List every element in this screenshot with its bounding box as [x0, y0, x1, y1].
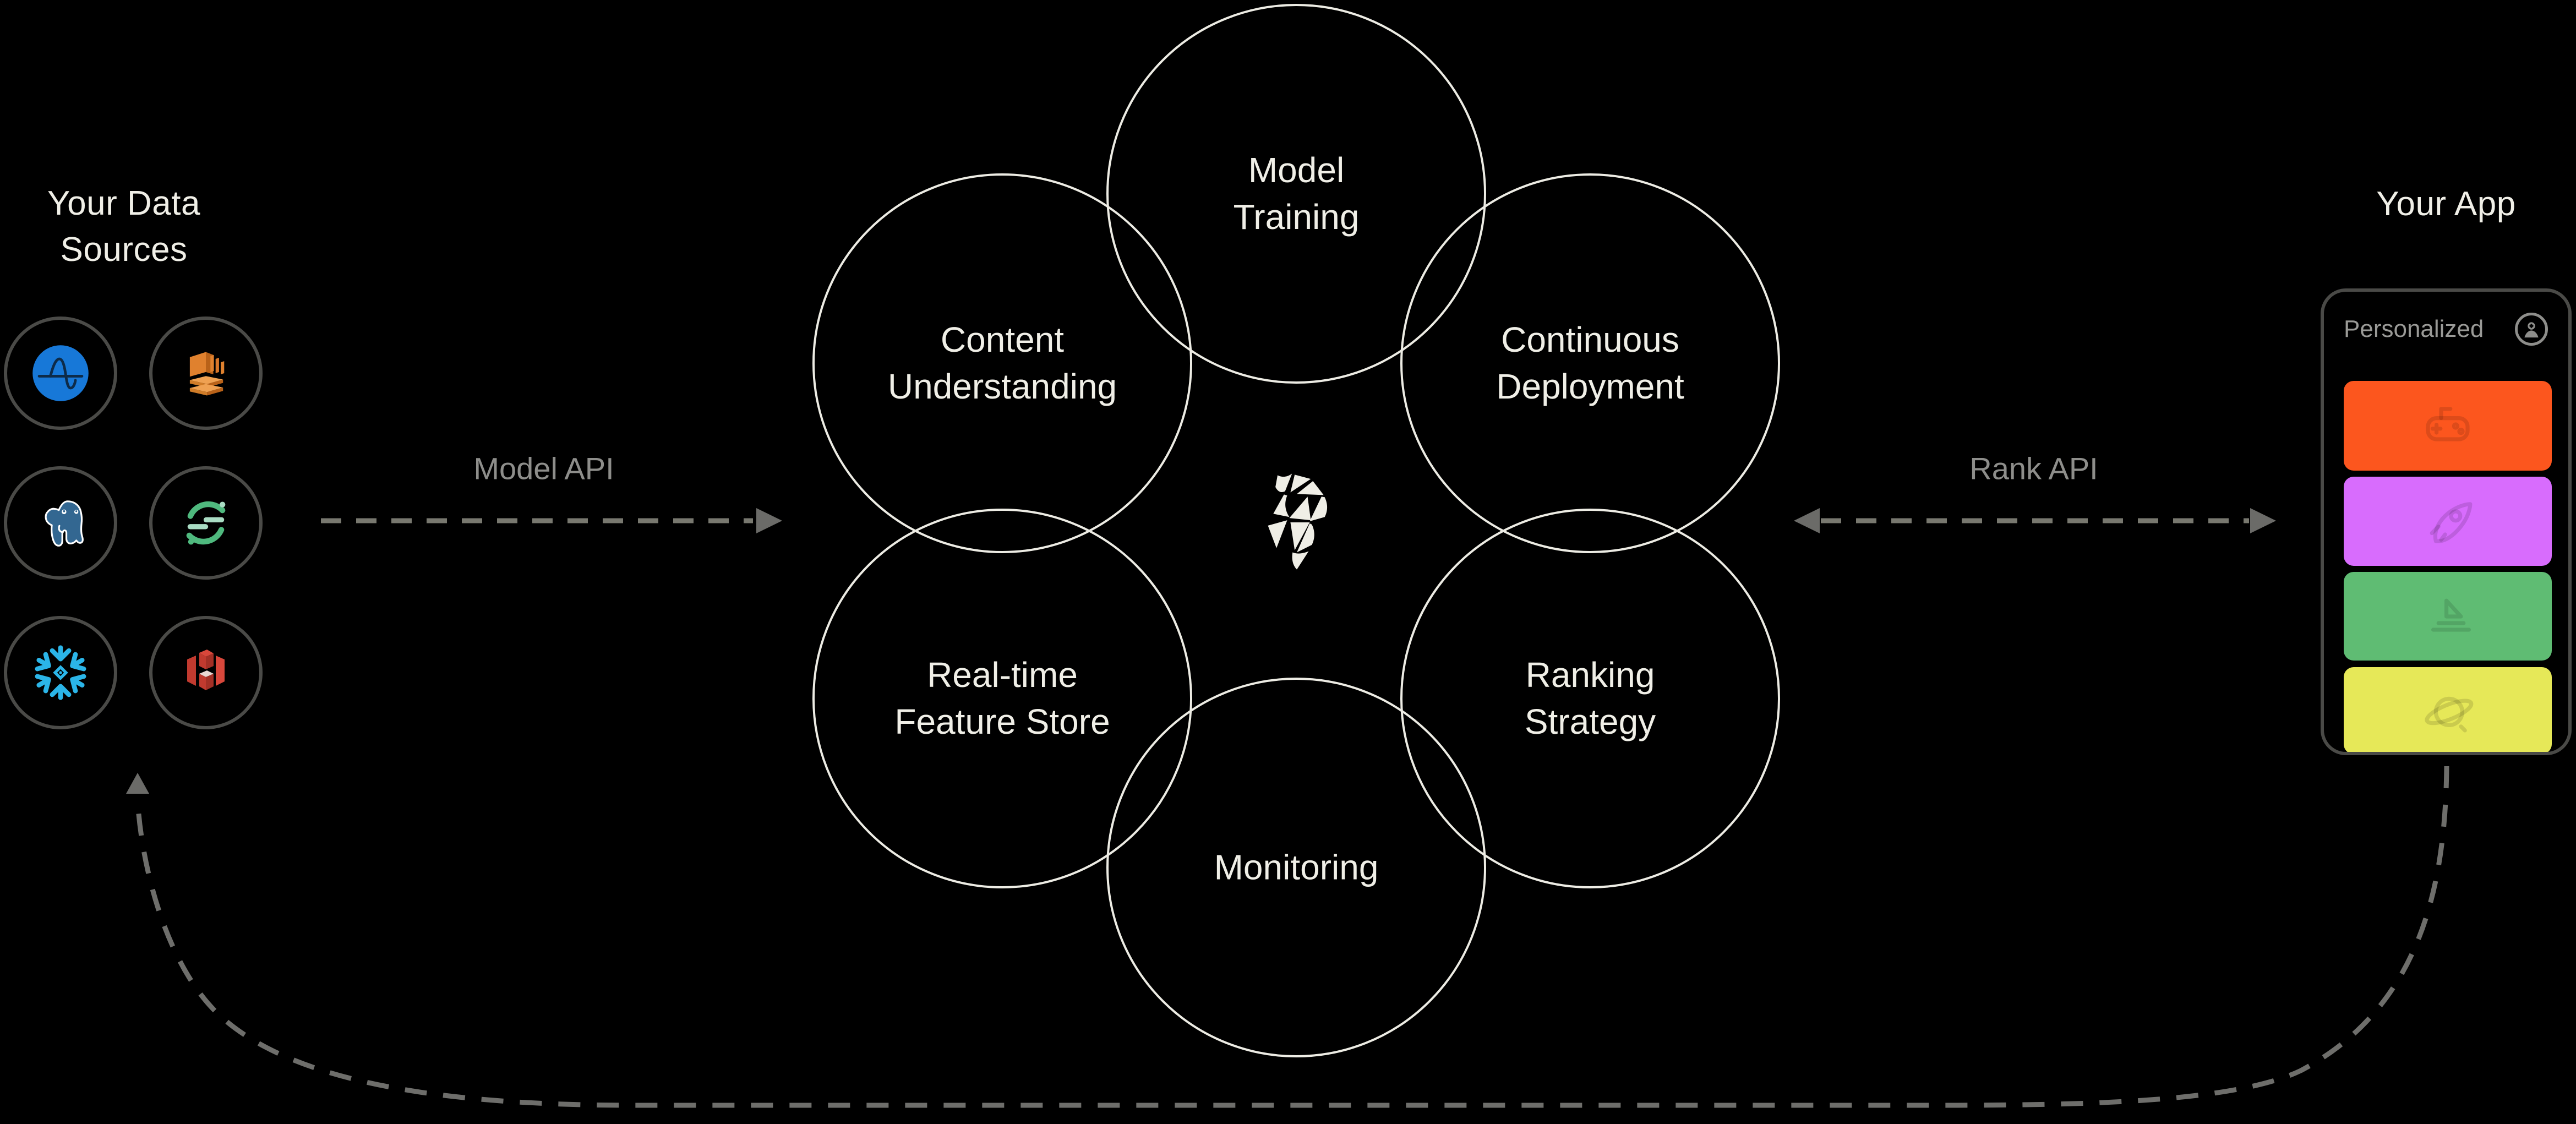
venn-label-continuous-deployment: Continuous Deployment — [1496, 320, 1684, 406]
user-avatar — [2515, 313, 2548, 346]
aws-kinesis-icon — [189, 352, 225, 396]
arrowhead-right-icon — [756, 508, 782, 533]
amazon-s3-icon — [187, 650, 225, 690]
app-card-4 — [2344, 667, 2552, 754]
shaped-logo — [1268, 473, 1328, 570]
venn-label-monitoring: Monitoring — [1214, 847, 1379, 887]
postgresql-icon — [45, 500, 84, 547]
source-amplitude — [4, 317, 117, 430]
source-postgresql — [4, 466, 117, 580]
segment-icon — [186, 501, 226, 545]
presentation-icon — [2431, 598, 2471, 632]
rank-api-label: Rank API — [1969, 451, 2098, 486]
venn-label-content-understanding: Content Understanding — [887, 320, 1117, 406]
app-card-1 — [2344, 381, 2552, 471]
planet-icon — [2425, 696, 2474, 733]
source-amazon-s3 — [149, 616, 263, 729]
venn-circle-model-training — [1106, 4, 1486, 384]
user-avatar-icon — [2524, 322, 2539, 338]
game-controller-icon — [2426, 406, 2470, 441]
rank-api-arrow — [1794, 508, 2276, 533]
model-api-arrow — [321, 508, 782, 533]
source-aws-kinesis — [149, 317, 263, 430]
venn-label-model-training: Model Training — [1233, 150, 1360, 237]
amplitude-icon — [32, 345, 89, 401]
personalized-label: Personalized — [2344, 315, 2484, 342]
snowflake-icon — [35, 645, 86, 700]
venn-label-ranking-strategy: Ranking Strategy — [1524, 655, 1656, 741]
arrowhead-right-icon — [2250, 508, 2276, 533]
phone-frame — [2321, 288, 2572, 755]
model-api-label: Model API — [473, 451, 614, 486]
arrowhead-up-icon — [126, 773, 149, 794]
your-app-title: Your App — [2376, 185, 2516, 223]
venn-label-realtime-feature-store: Real-time Feature Store — [894, 655, 1110, 741]
arrowhead-left-icon — [1794, 508, 1820, 533]
rocket-icon — [2430, 502, 2473, 543]
app-card-2 — [2344, 477, 2552, 566]
source-segment — [149, 466, 263, 580]
data-sources-title: Your Data Sources — [47, 184, 200, 269]
source-snowflake — [4, 616, 117, 729]
app-card-3 — [2344, 572, 2552, 661]
